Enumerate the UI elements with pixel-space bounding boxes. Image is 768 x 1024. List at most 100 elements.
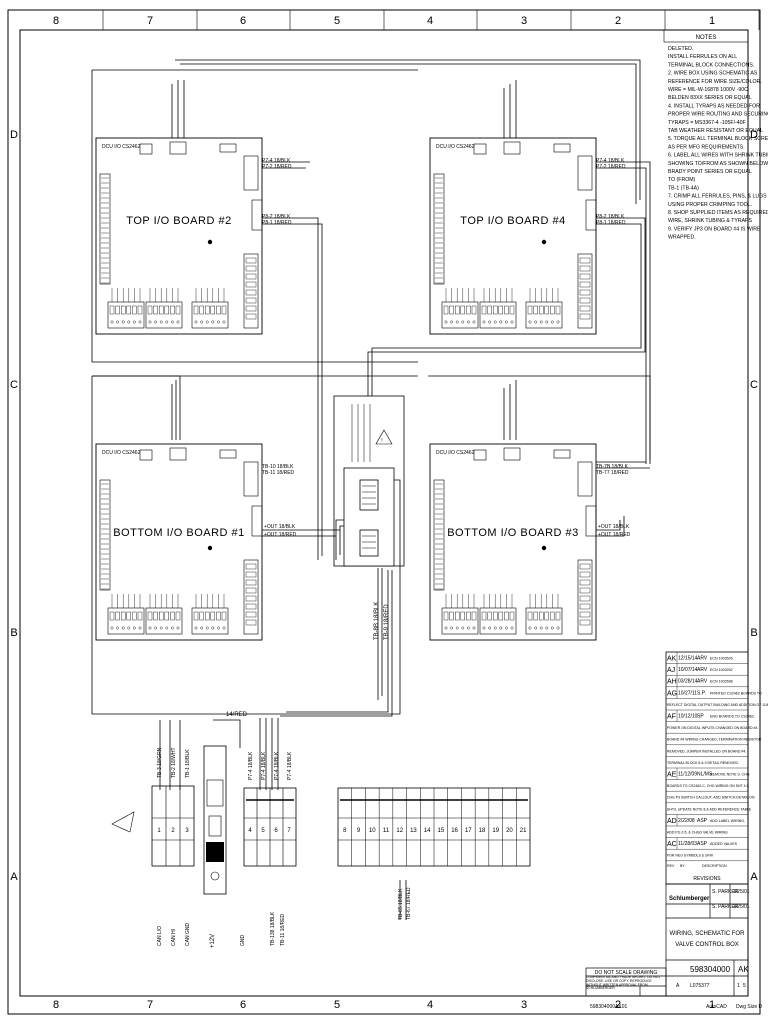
cad-note: AutoCAD <box>706 1004 727 1010</box>
title-line-2: VALVE CONTROL BOX <box>675 942 739 948</box>
checked-by: S. PARKER <box>712 904 739 910</box>
terminal-wire-label: P7-4 18/BLK <box>274 751 280 780</box>
ground-arrow-icon <box>111 811 135 833</box>
drawn-by: S. PARKER <box>712 889 739 895</box>
terminal-wire-label: TB-2 18/WHT <box>171 747 177 778</box>
terminal-wire-label: TB-1 18/BLK <box>185 749 191 778</box>
zone-top-4: 4 <box>427 15 433 27</box>
board-part-label: DCU I/O CS2462 <box>102 450 141 456</box>
zone-left-C: C <box>10 379 18 391</box>
note-line: WRAPPED. <box>668 235 696 241</box>
rev-desc: ADD PG 2-5, & CHGD VALVE WIRING <box>667 831 728 835</box>
terminal-number: 3 <box>185 828 189 834</box>
rev-letter: AD <box>667 818 677 825</box>
terminal-number: 10 <box>369 828 376 834</box>
note-line: TAB WEATHER RESISTANT OR EQUAL <box>668 128 763 134</box>
terminal-wire-label: TB-3 18/GRN <box>157 747 163 778</box>
rev-date: 10/07/14 <box>678 667 698 673</box>
board-wire-label: TB-7B 18/BLK <box>596 464 629 470</box>
rev-footer-label: DESCRIPTION <box>702 864 727 868</box>
rev-by: SP <box>697 714 704 720</box>
note-line: WIRE = MIL-W-16878 1000V -90C <box>668 87 748 93</box>
board-out-label: +OUT 18/BLK <box>264 524 296 530</box>
center-wire-2: TB-9 18/RED <box>384 604 390 640</box>
note-line: 8. SHOP SUPPLIED ITEMS AS REQUIRED: <box>668 210 768 216</box>
rev-date: 10/27/11 <box>678 690 697 696</box>
title-block-text: Schlumberger S. PARKER S. PARKER 1/25/01… <box>586 889 763 1010</box>
rev-desc: ADDED VALVES <box>710 842 738 846</box>
sheet-size: A <box>676 983 680 989</box>
terminal-number: 12 <box>396 828 403 834</box>
board-part-label: DCU I/O CS2462 <box>436 144 475 150</box>
zone-bottom-1: 1 <box>709 999 715 1011</box>
center-module: ! TB-8B 18/BLK TB-9 18/RED <box>333 395 405 640</box>
breaker-label: +12V <box>210 934 216 948</box>
zone-right-B: B <box>750 627 757 639</box>
rev-date: 10/12/10 <box>678 714 698 720</box>
dwg-size-note: Dwg Size D <box>736 1004 763 1010</box>
board-wire-label: TB-11 18/RED <box>262 470 295 476</box>
rev-by: ASP <box>697 818 708 824</box>
rev-desc: SHT3, UPDATE NOTE 8 & ADD REFERENCE TABL… <box>667 807 752 811</box>
terminal-number: 20 <box>506 828 513 834</box>
board-title: TOP I/O BOARD #2 <box>126 215 231 227</box>
board-wire-label: P7-4 18/BLK <box>596 158 625 164</box>
note-line: REFERENCE FOR WIRE SIZE/COLOR. <box>668 79 762 85</box>
rev-desc: REMOVE NOTE 9, CHG <box>710 773 750 777</box>
terminal-number: 19 <box>492 828 499 834</box>
board-wire-label: P8-1 18/RED <box>596 220 626 226</box>
center-wire-1: TB-8B 18/BLK <box>374 602 380 640</box>
note-line: 7. CRIMP ALL FERRULES, PINS, & LUGS <box>668 194 767 200</box>
rev-letter: AF <box>667 714 676 721</box>
note-line: 4. INSTALL TYRAPS AS NEEDED FOR <box>668 103 760 109</box>
board-title: BOTTOM I/O BOARD #3 <box>447 527 579 539</box>
board-wire-label: P7-4 18/BLK <box>262 158 291 164</box>
rev-footer-label: BY <box>680 864 685 868</box>
drawing-number: 598304000 <box>690 965 731 974</box>
note-line: WIRE, SHRINK TUBING & TYRAPS <box>668 218 753 224</box>
board-out-label: +OUT 18/BLK <box>598 524 630 530</box>
board-title: TOP I/O BOARD #4 <box>460 215 565 227</box>
zone-bottom-4: 4 <box>427 999 433 1011</box>
terminal-number: 11 <box>383 828 390 834</box>
zone-bottom-8: 8 <box>53 999 59 1011</box>
terminal-number: 4 <box>248 828 252 834</box>
terminal-bottom-label: GND <box>240 935 246 947</box>
board-wire-label: P8-2 18/BLK <box>596 214 625 220</box>
drawing-rev: AK <box>738 965 749 974</box>
rev-date: 12/15/14 <box>678 656 698 662</box>
zone-bottom-6: 6 <box>240 999 246 1011</box>
note-line: SHOWING TO/FROM AS SHOWN BELOW <box>668 161 768 167</box>
note-line: TO (FROM) <box>668 177 696 183</box>
rev-desc: ADD LABEL WIRING, <box>710 819 745 823</box>
rev-letter: AC <box>667 841 677 848</box>
rev-date: 11/28/03 <box>678 841 697 847</box>
terminal-bottom-label: TB-138 18/BLK <box>270 911 276 946</box>
rev-letter: AH <box>667 679 677 686</box>
note-line: BELDEN 83XX SERIES OR EQUAL <box>668 95 752 101</box>
note-line: 5. TORQUE ALL TERMINAL BLOCK SCREWS <box>668 136 768 142</box>
terminal-number: 6 <box>274 828 278 834</box>
terminal-bottom-label: TB-67 18/RED <box>406 887 412 920</box>
file-name: 598304000AK01 <box>590 1004 627 1010</box>
terminal-number: 9 <box>357 828 361 834</box>
zone-left-A: A <box>10 871 18 883</box>
note-line: 6. LABEL ALL WIRES WITH SHRINK TUBING <box>668 153 768 159</box>
board-wire-label: P8-2 18/BLK <box>262 214 291 220</box>
terminal-number: 18 <box>479 828 486 834</box>
note-line: 2. WIRE BOX USING SCHEMATIC AS <box>668 71 758 77</box>
part-number: L075377 <box>690 983 710 989</box>
confidential-note: CONFIDENTIAL AND TRADE SECRET. DO NOT DI… <box>586 976 661 991</box>
zone-top-5: 5 <box>334 15 340 27</box>
rev-desc: TERMINAL BLOCK 8 & 9 DETAIL REMOVED. <box>667 761 739 765</box>
rev-desc: REFLECT DIGITAL OUTPUT BUILDING AND ADDI… <box>667 703 768 707</box>
terminal-bottom-label: CAN L/O <box>157 926 163 946</box>
